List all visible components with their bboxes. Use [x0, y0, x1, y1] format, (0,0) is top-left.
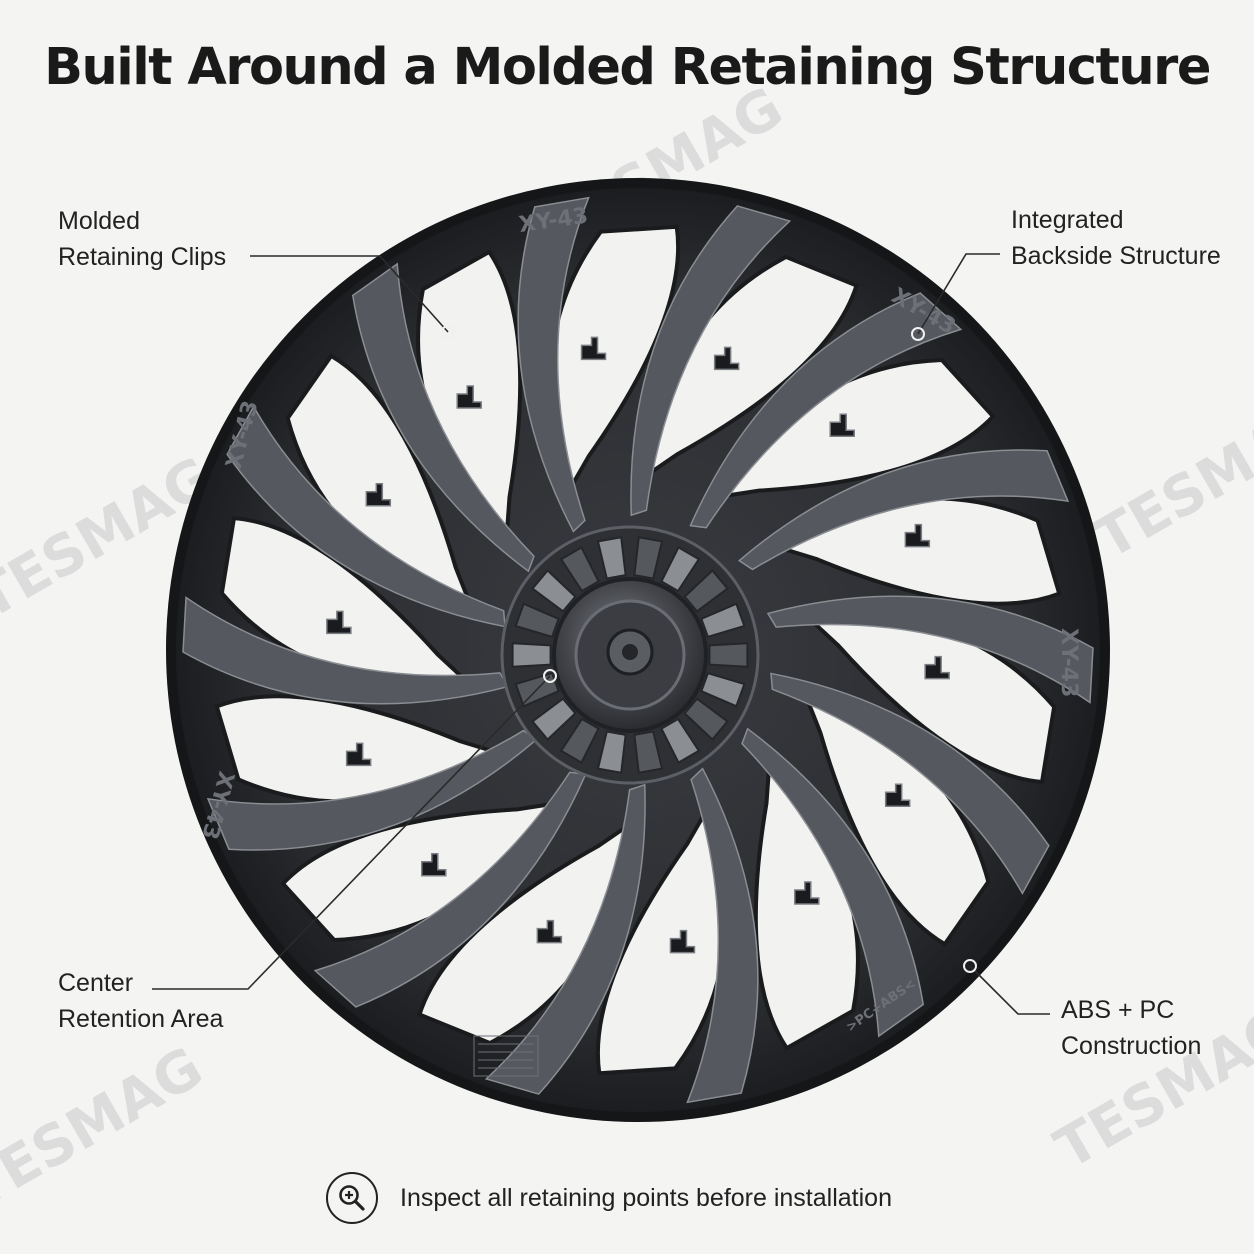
- retaining-clip: [421, 853, 447, 877]
- leader-dot-clips: [441, 325, 455, 339]
- watermark-text: TESMAG: [1085, 385, 1254, 572]
- spoke-ridge: [226, 405, 506, 628]
- spoke-ridge: [770, 672, 1050, 895]
- hub-rib: [559, 546, 600, 593]
- hub-rib: [633, 536, 664, 580]
- callout-line: Retaining Clips: [58, 243, 227, 271]
- retaining-clip: [365, 483, 392, 507]
- spokes: [182, 196, 1094, 1104]
- inspection-note-text: Inspect all retaining points before inst…: [400, 1183, 892, 1212]
- callout-abs-pc-construction: ABS + PC Construction: [1061, 992, 1201, 1064]
- spoke-ridge: [741, 727, 925, 1038]
- retaining-clip: [884, 783, 911, 807]
- hub-rib: [708, 642, 749, 668]
- inspection-note: Inspect all retaining points before inst…: [326, 1170, 892, 1226]
- spoke-ridge: [686, 767, 759, 1104]
- spoke-ridge: [182, 596, 510, 705]
- callout-line: Backside Structure: [1011, 242, 1221, 270]
- callout-center-retention-area: Center Retention Area: [58, 965, 223, 1037]
- retaining-clip: [713, 346, 740, 371]
- retaining-clip: [924, 655, 950, 680]
- callout-line: Retention Area: [58, 1005, 224, 1033]
- spoke-ridge: [484, 783, 646, 1095]
- leader-dot-backside: [911, 327, 925, 341]
- hub-rib: [700, 602, 746, 639]
- center-hub: [500, 525, 760, 785]
- spoke-ridge: [351, 262, 535, 573]
- retaining-clip: [794, 881, 820, 905]
- leader-dot-center: [543, 669, 557, 683]
- retaining-clip: [669, 929, 696, 954]
- hub-rib: [660, 546, 701, 593]
- spoke-ridge: [206, 729, 539, 851]
- watermark-text: TESMAG: [0, 1035, 214, 1222]
- retaining-clip: [536, 919, 563, 944]
- callout-integrated-backside-structure: Integrated Backside Structure: [1011, 202, 1221, 274]
- leader-line-center: [152, 675, 551, 990]
- spoke-ridge: [313, 771, 587, 1008]
- retaining-clip: [904, 523, 931, 548]
- retaining-clip: [580, 336, 607, 361]
- callout-line: Construction: [1061, 1032, 1202, 1060]
- leader-dot-construction: [963, 959, 977, 973]
- hub-ribs: [511, 536, 749, 774]
- hub-rib: [596, 730, 627, 774]
- retaining-clip: [829, 413, 855, 437]
- retaining-clip: [345, 742, 372, 767]
- callout-line: ABS + PC: [1061, 996, 1175, 1024]
- leader-line-backside: [917, 253, 1000, 335]
- retaining-clip: [456, 385, 482, 409]
- page-title: Built Around a Molded Retaining Structur…: [44, 38, 1211, 97]
- hub-rib: [514, 602, 560, 639]
- hub-rib: [531, 697, 577, 741]
- callout-line: Integrated: [1011, 206, 1124, 234]
- part-code-marking: XY-43: [1056, 628, 1081, 697]
- leader-line-construction: [969, 965, 1050, 1015]
- spoke-ridge: [689, 292, 963, 529]
- callout-leaders: [152, 253, 1050, 1015]
- hub-rib: [511, 642, 552, 668]
- hub-rib: [531, 569, 577, 613]
- callout-molded-retaining-clips: Molded Retaining Clips: [58, 203, 226, 275]
- retaining-clips: [326, 336, 950, 954]
- spoke-ridge: [630, 205, 792, 517]
- hub-rib: [683, 569, 729, 613]
- hub-rib: [660, 717, 701, 764]
- hub-rib: [700, 671, 746, 708]
- spoke-ridge: [766, 595, 1094, 704]
- leader-line-clips: [250, 255, 449, 333]
- retaining-clip: [326, 610, 352, 635]
- recycling-label: [473, 1035, 539, 1077]
- hub-rib: [596, 536, 627, 580]
- spoke-ridge: [737, 449, 1070, 571]
- hub-rib: [683, 697, 729, 741]
- magnifier-plus-icon: [326, 1172, 378, 1224]
- callout-line: Molded: [58, 207, 140, 235]
- hub-rib: [559, 717, 600, 764]
- callout-line: Center: [58, 969, 134, 997]
- hub-rib: [633, 730, 664, 774]
- spoke-ridge: [517, 196, 590, 533]
